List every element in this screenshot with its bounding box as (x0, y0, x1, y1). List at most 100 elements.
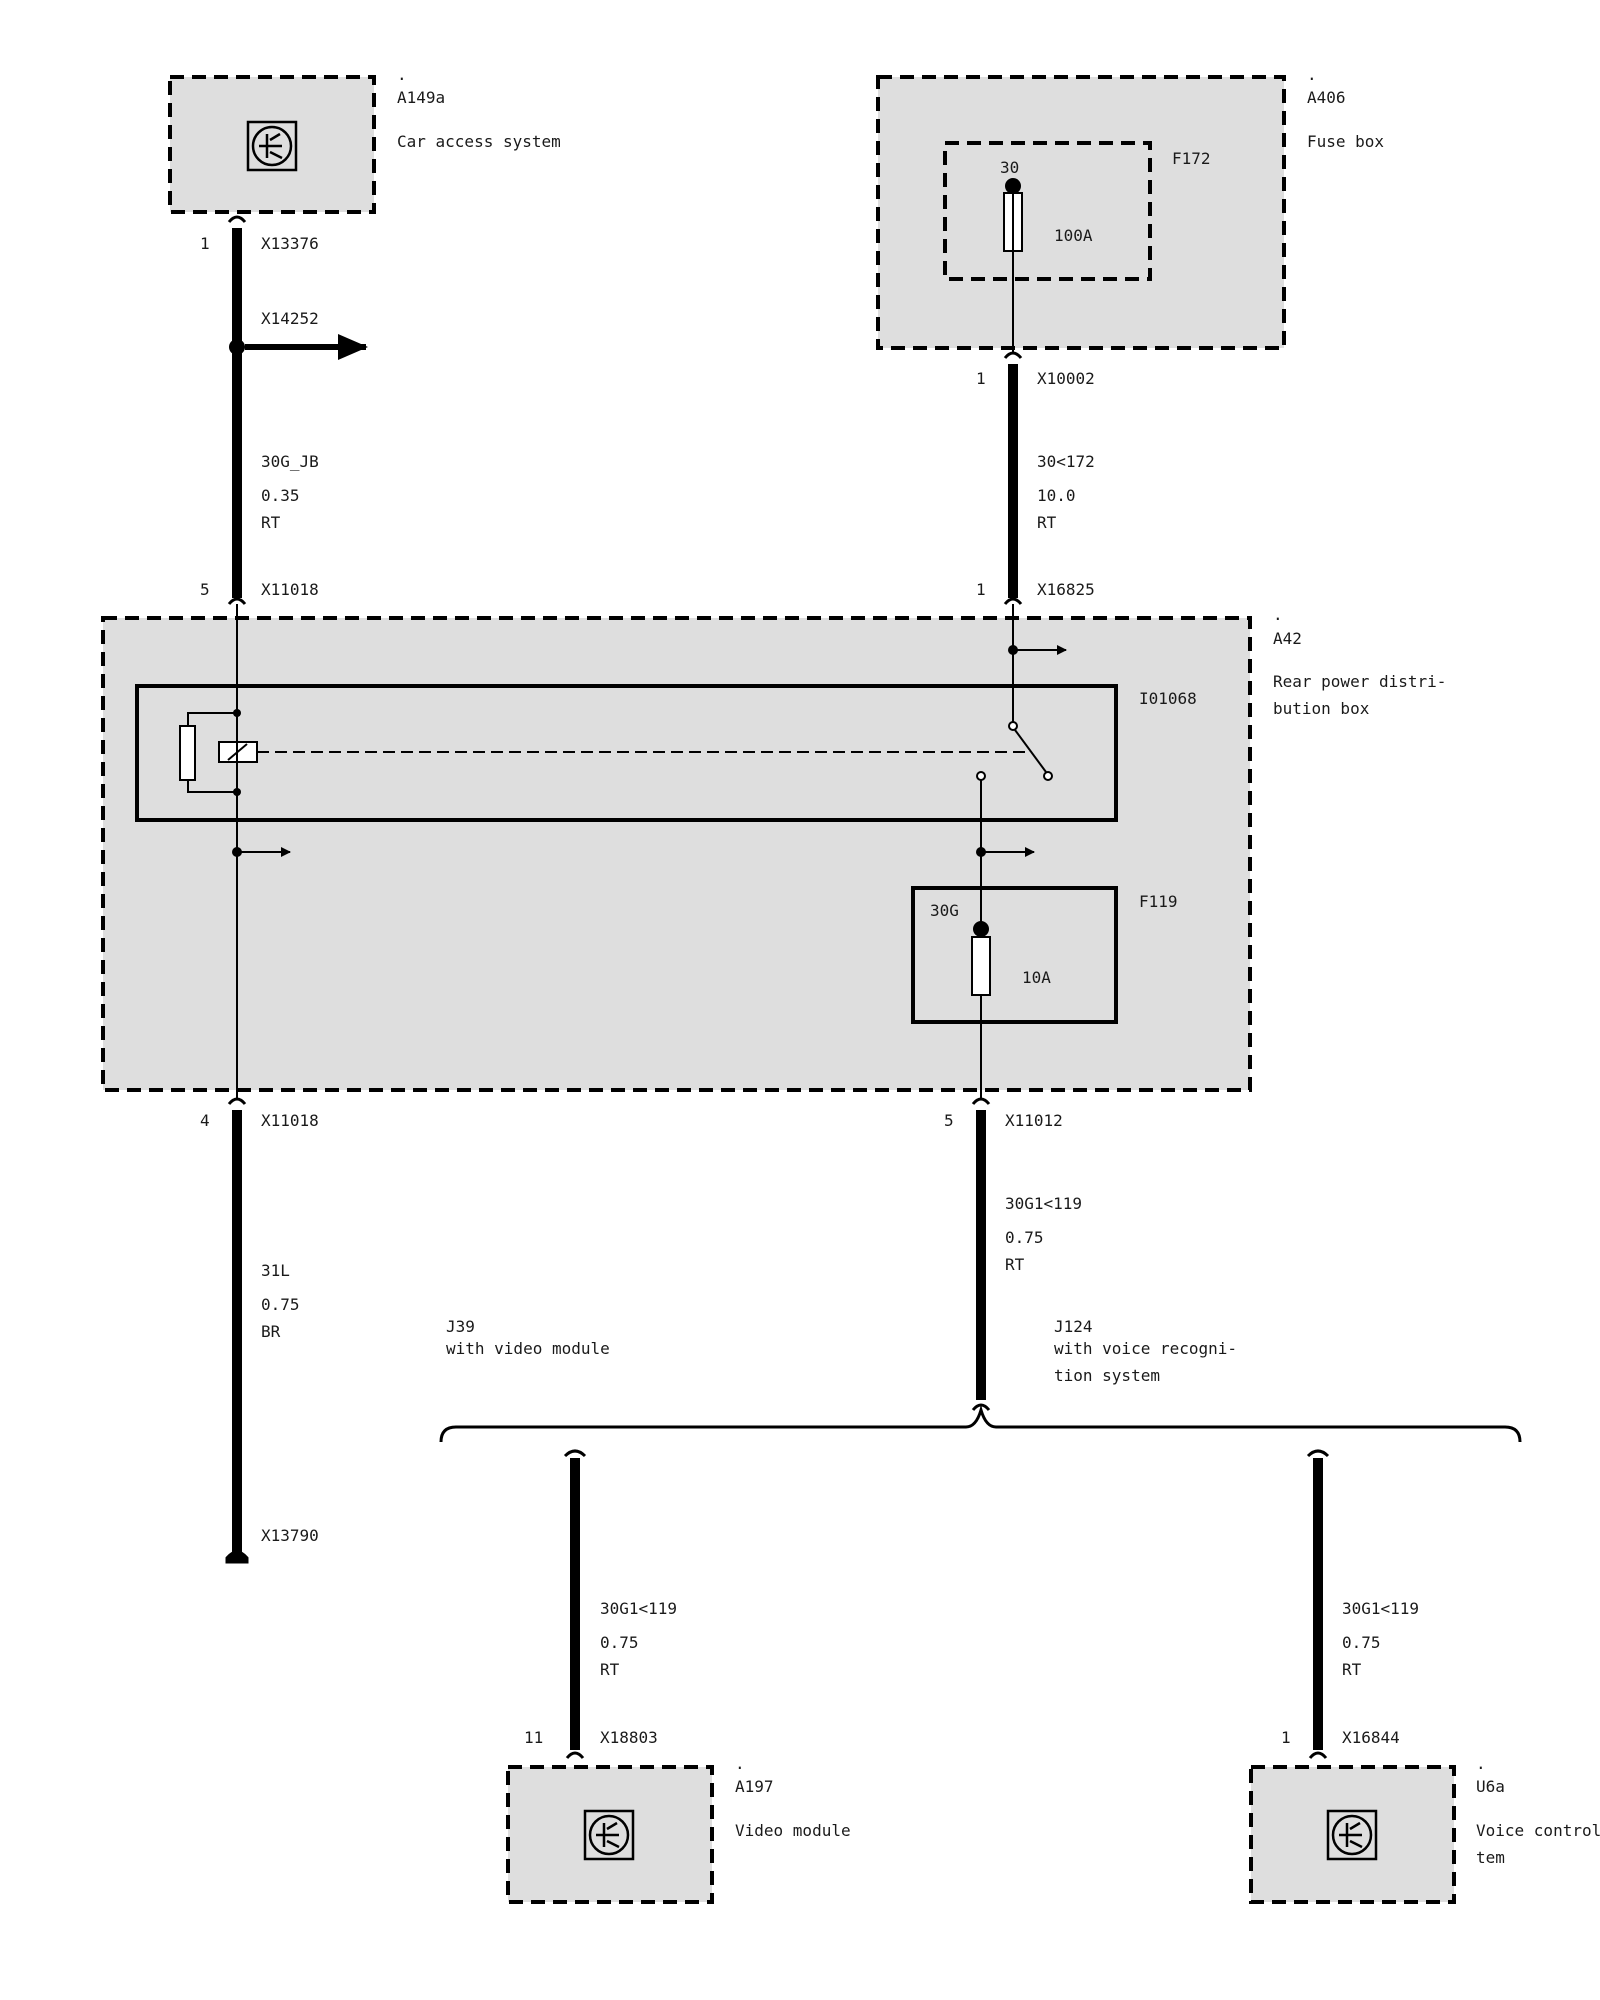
wire-w4-section: 0.75 (1005, 1228, 1044, 1247)
fuse-f172-box (943, 141, 1152, 281)
fuse-f172-rating: 100A (1054, 226, 1093, 245)
connector-x11018-top-id: X11018 (261, 580, 319, 599)
component-a149a-id: A149a (397, 88, 445, 107)
variant-j124-desc-line2: tion system (1054, 1366, 1160, 1385)
component-a42-dot: . (1273, 605, 1283, 624)
wire-w4-color: RT (1005, 1255, 1025, 1274)
component-u6a-name-line1: Voice control sys- (1476, 1821, 1600, 1840)
wire-w4-signal: 30G1<119 (1005, 1194, 1082, 1213)
connector-x16825-id: X16825 (1037, 580, 1095, 599)
wire-w2-section: 10.0 (1037, 486, 1076, 505)
fuse-f119-box (911, 886, 1118, 1024)
wire-w5-color: RT (600, 1660, 620, 1679)
connector-x18803-id: X18803 (600, 1728, 658, 1747)
connector-x16825-pin: 1 (976, 580, 986, 599)
fuse-f119-terminal: 30G (930, 901, 959, 920)
connector-x13376-fork (227, 215, 247, 223)
control-unit-icon (246, 120, 298, 172)
variant-bracket: J39 with video module J124 with voice re… (439, 1317, 1522, 1443)
variant-j39-id: J39 (446, 1317, 475, 1336)
variant-brace (439, 1404, 1522, 1443)
fuse-f119-rating: 10A (1022, 968, 1051, 987)
connector-x18803-pin: 11 (524, 1728, 543, 1747)
wire-w6-section: 0.75 (1342, 1633, 1381, 1652)
connector-x13790-id: X13790 (261, 1526, 319, 1545)
connector-x11012-pin: 5 (944, 1111, 954, 1130)
fuse-f119-id: F119 (1139, 892, 1178, 911)
wire-w3-signal: 31L (261, 1261, 290, 1280)
connector-x11018-top-pin: 5 (200, 580, 210, 599)
control-unit-icon (1326, 1809, 1378, 1861)
wire-w3-section: 0.75 (261, 1295, 300, 1314)
component-a197: . A197 Video module (506, 1754, 851, 1904)
component-a42: . A42 Rear power distri- bution box I010… (101, 604, 1446, 1098)
fuse-f119-terminal-dot (973, 921, 989, 937)
relay-switch-contact-top (1008, 721, 1018, 731)
connector-x11018-bottom-pin: 4 (200, 1111, 210, 1130)
relay-i01068-box (135, 684, 1118, 822)
component-u6a-id: U6a (1476, 1777, 1505, 1796)
component-a149a: . A149a Car access system (168, 65, 561, 214)
component-a197-id: A197 (735, 1777, 774, 1796)
relay-i01068-id: I01068 (1139, 689, 1197, 708)
connector-x16844-id: X16844 (1342, 1728, 1400, 1747)
wire-w1-color: RT (261, 513, 281, 532)
relay-switch-output-contact (976, 771, 986, 781)
variant-j39-desc: with video module (446, 1339, 610, 1358)
relay-resistor-icon (179, 725, 196, 781)
component-a42-name-line2: bution box (1273, 699, 1370, 718)
connector-x11012-id: X11012 (1005, 1111, 1063, 1130)
variant-j124-desc-line1: with voice recogni- (1054, 1339, 1237, 1358)
splice-x14252 (229, 339, 245, 355)
wire-w1-section: 0.35 (261, 486, 300, 505)
component-a149a-dot: . (397, 65, 407, 84)
relay-switch-blade (1014, 729, 1047, 773)
fuse-f172-terminal: 30 (1000, 158, 1019, 177)
component-a406-id: A406 (1307, 88, 1346, 107)
component-a406-name: Fuse box (1307, 132, 1384, 151)
connector-x13376-id: X13376 (261, 234, 319, 253)
component-a197-dot: . (735, 1754, 745, 1773)
component-a406-dot: . (1307, 65, 1317, 84)
connector-x10002-pin: 1 (976, 369, 986, 388)
wire-30g-jb: 1 X13376 X14252 30G_JB 0.35 RT 5 X11018 (200, 215, 368, 605)
wire-31l: 4 X11018 31L 0.75 BR X13790 (200, 1097, 319, 1564)
component-a42-id: A42 (1273, 629, 1302, 648)
relay-i01068: I01068 (135, 684, 1197, 822)
wire-w2-color: RT (1037, 513, 1057, 532)
connector-x13376-pin: 1 (200, 234, 210, 253)
component-u6a-name-line2: tem (1476, 1848, 1505, 1867)
fuse-f119: F119 30G 10A (911, 886, 1178, 1024)
wire-w3-color: BR (261, 1322, 281, 1341)
wire-30g1-video: 30G1<119 0.75 RT 11 X18803 (524, 1449, 677, 1759)
component-a406-box (876, 75, 1286, 350)
ground-x13790-icon (225, 1550, 249, 1564)
wire-30g1-voice: 30G1<119 0.75 RT 1 X16844 (1281, 1449, 1419, 1759)
component-a42-box (101, 616, 1252, 1092)
component-u6a-dot: . (1476, 1754, 1486, 1773)
component-a149a-name: Car access system (397, 132, 561, 151)
wire-30g1-main: 5 X11012 30G1<119 0.75 RT (944, 1097, 1082, 1400)
connector-x11018-bottom-id: X11018 (261, 1111, 319, 1130)
wire-30-172: 1 X10002 30<172 10.0 RT 1 X16825 (976, 351, 1095, 605)
component-u6a: . U6a Voice control sys- tem (1249, 1754, 1600, 1904)
connector-x10002-id: X10002 (1037, 369, 1095, 388)
component-a197-name: Video module (735, 1821, 851, 1840)
wire-w5-section: 0.75 (600, 1633, 639, 1652)
component-a406: . A406 Fuse box F172 30 100A (876, 65, 1384, 352)
wire-w1-signal: 30G_JB (261, 452, 319, 471)
wire-w5-signal: 30G1<119 (600, 1599, 677, 1618)
fuse-f172-id: F172 (1172, 149, 1211, 168)
relay-switch-contact-bottom (1043, 771, 1053, 781)
variant-j124-id: J124 (1054, 1317, 1093, 1336)
component-a42-name-line1: Rear power distri- (1273, 672, 1446, 691)
wire-w6-signal: 30G1<119 (1342, 1599, 1419, 1618)
wire-w6-color: RT (1342, 1660, 1362, 1679)
control-unit-icon (583, 1809, 635, 1861)
connector-x14252-id: X14252 (261, 309, 319, 328)
component-a149a-box (168, 75, 376, 214)
fuse-f119-icon (971, 936, 991, 996)
connector-x16844-pin: 1 (1281, 1728, 1291, 1747)
wire-w2-signal: 30<172 (1037, 452, 1095, 471)
